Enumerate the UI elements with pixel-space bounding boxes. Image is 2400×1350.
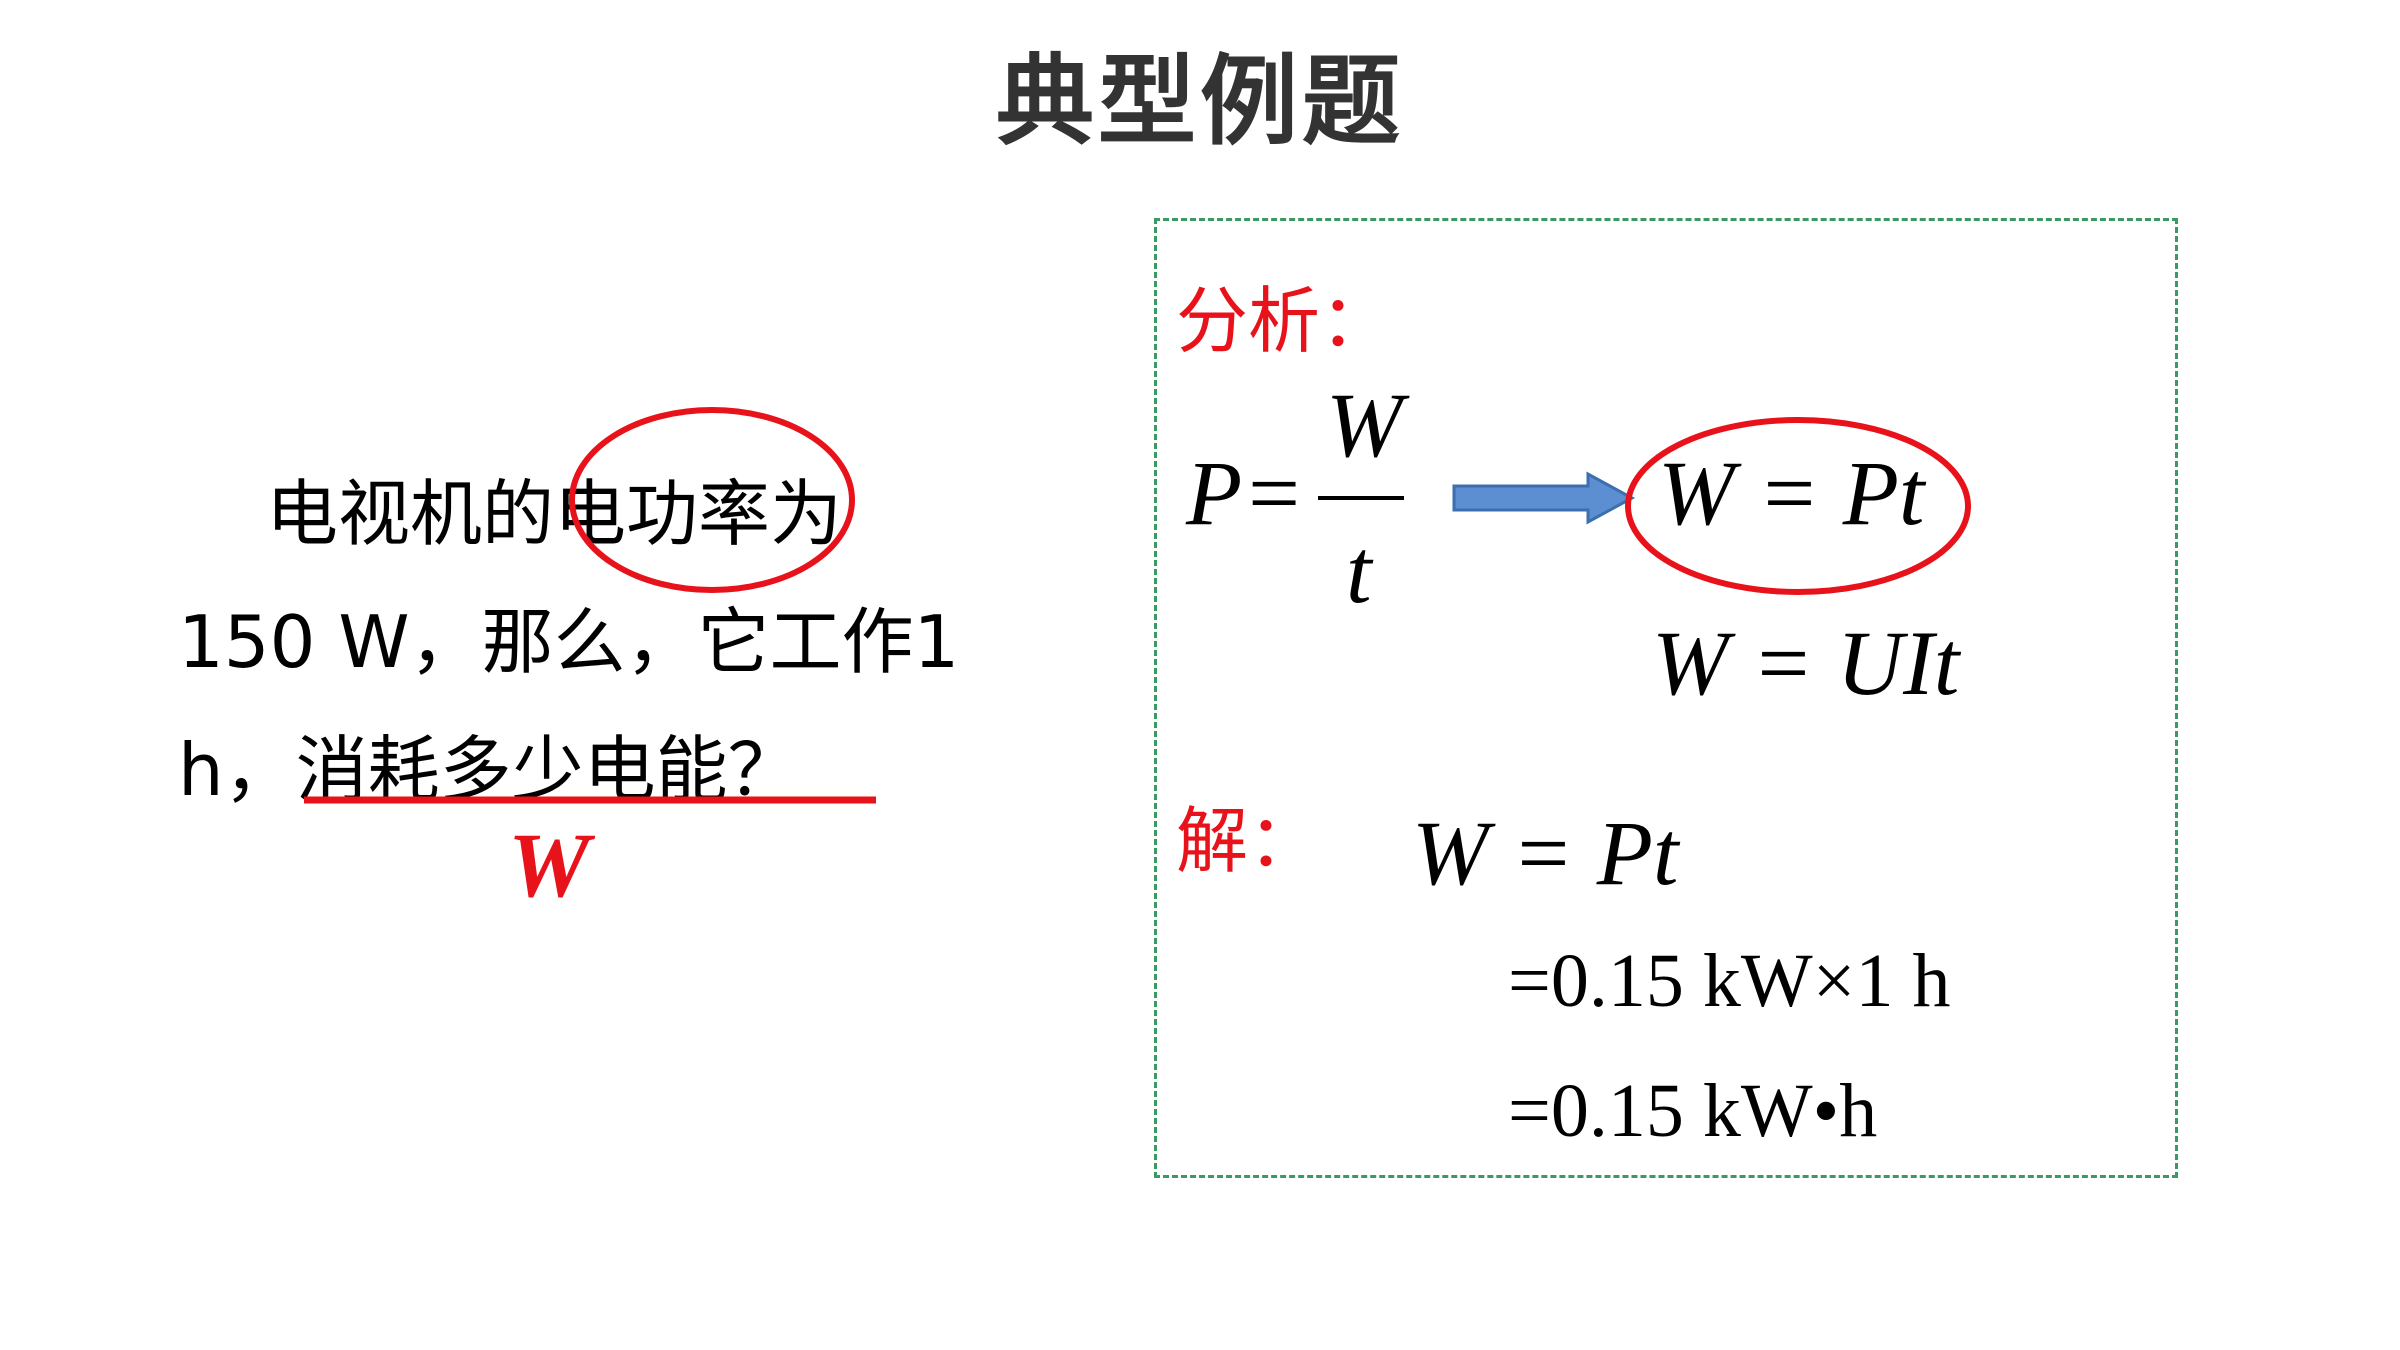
page-title: 典型例题 [995,45,1404,159]
solution-label: 解： [1176,799,1321,883]
question-line-1: 电视机的电功率为 [266,472,843,556]
fraction-denominator: t [1346,520,1372,622]
analysis-box [1154,218,2178,1178]
answer-symbol: W [508,814,590,916]
highlight-circle-formula [1625,417,1971,595]
alt-formula: W = UIt [1652,612,1960,714]
analysis-label: 分析： [1176,279,1393,363]
solution-step-1: =0.15 kW×1 h [1508,939,1951,1023]
fraction-bar [1318,496,1404,500]
question-line-2: 150 W，那么，它工作1 [178,600,960,684]
solution-step-2: =0.15 kW•h [1508,1069,1878,1153]
highlight-circle-power [569,407,855,593]
power-formula-lhs: P= [1186,442,1305,544]
solution-formula: W = Pt [1412,802,1679,904]
derived-formula: W = Pt [1658,442,1925,544]
fraction-numerator: W [1326,374,1403,476]
question-line-3-prefix: h， [178,728,296,812]
arrow-right-icon [1452,471,1636,525]
